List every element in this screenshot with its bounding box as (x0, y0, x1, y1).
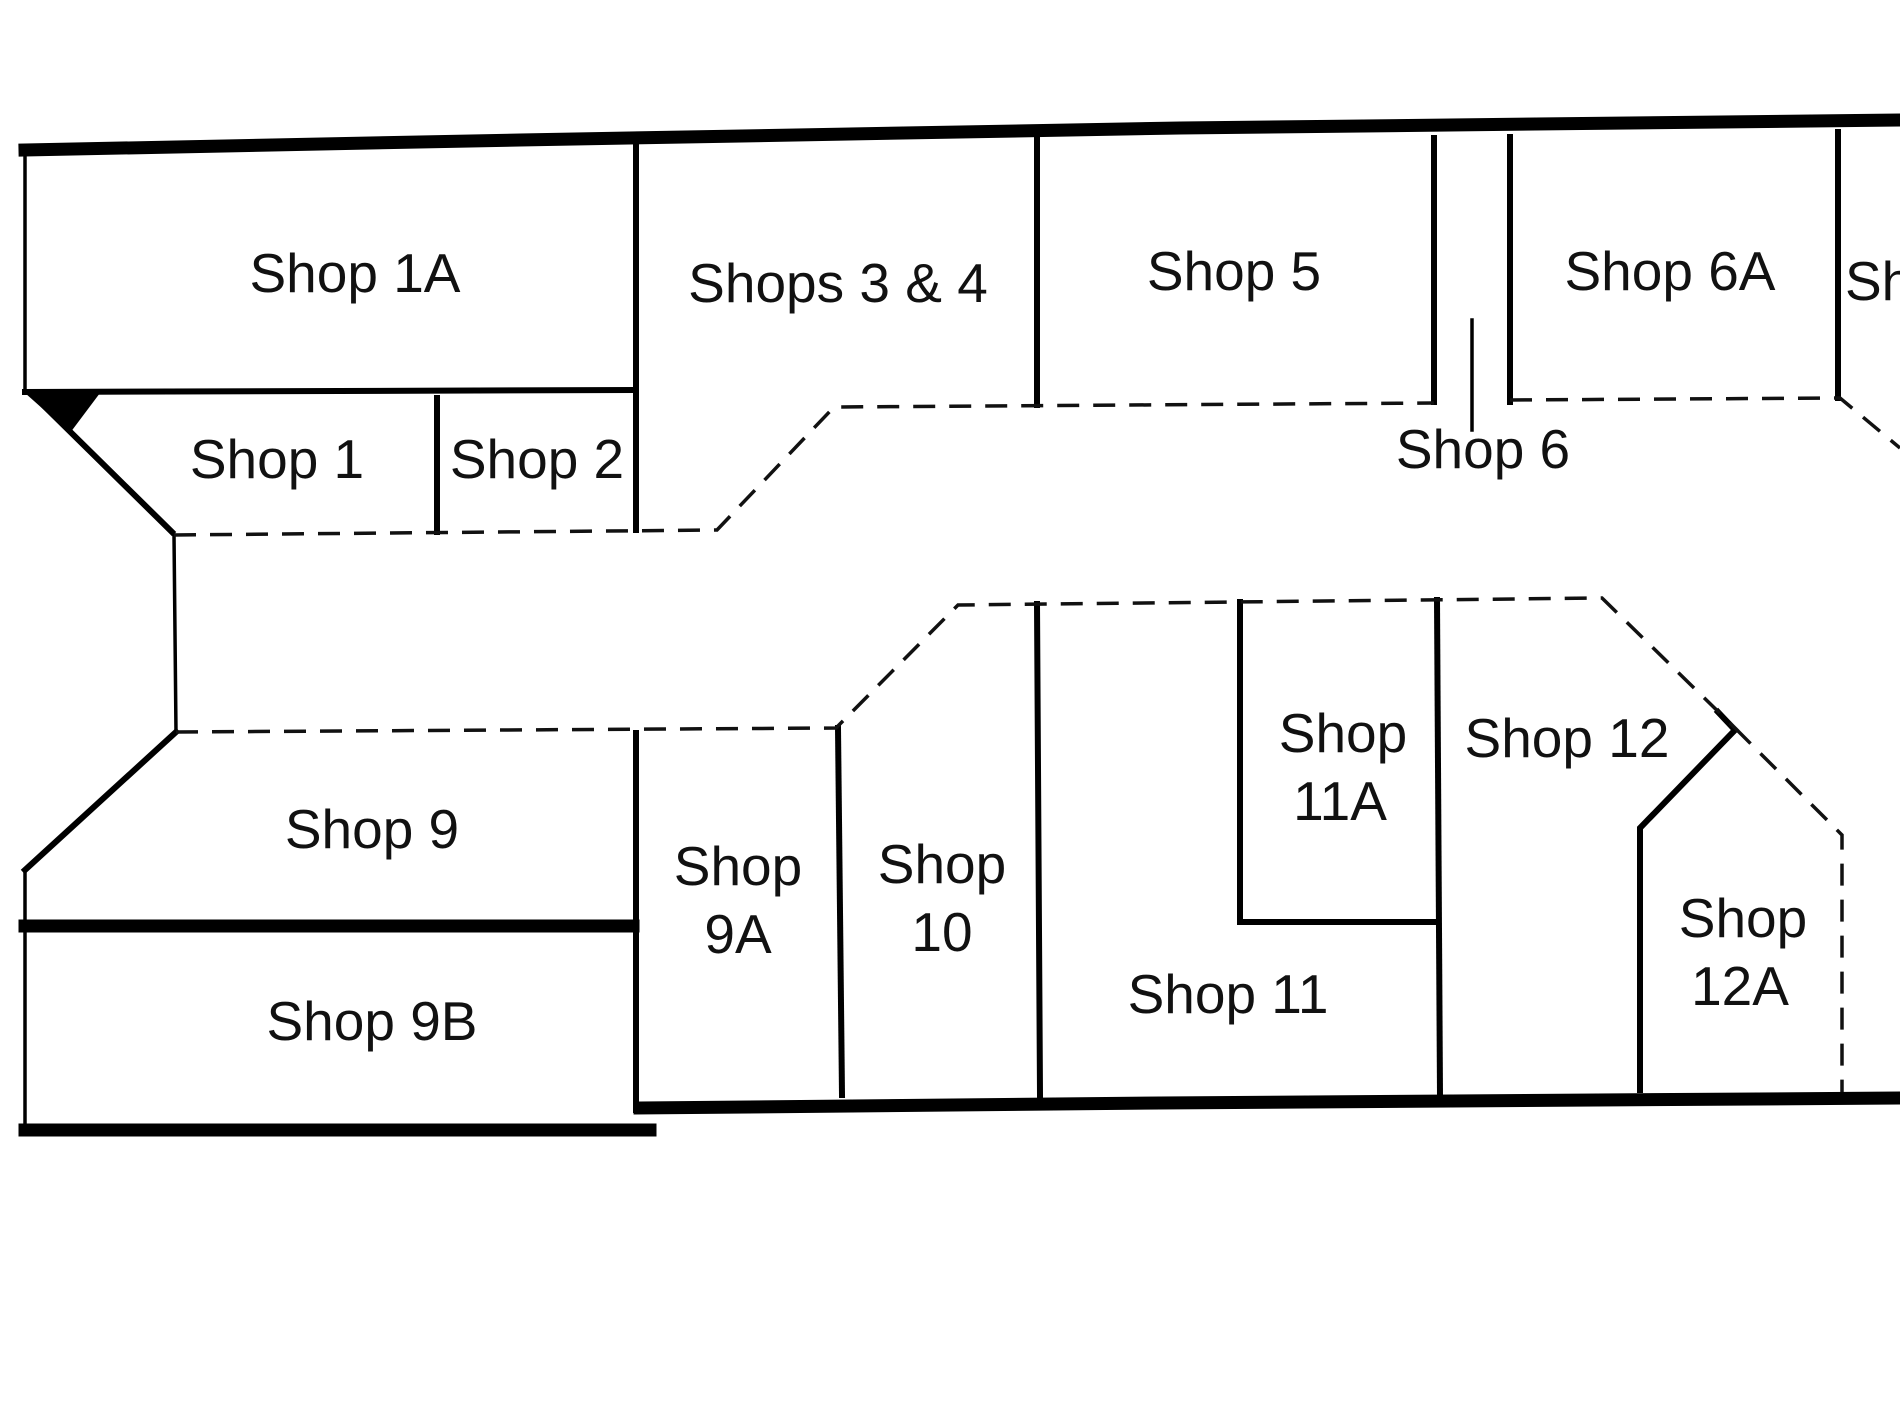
label-shop-10-line2: 10 (911, 901, 972, 963)
label-shop-6a: Shop 6A (1564, 240, 1775, 302)
label-shop-12a-line2: 12A (1691, 955, 1789, 1017)
label-shop-11a-line2: 11A (1293, 770, 1387, 832)
outer-walls (18, 113, 1900, 1137)
label-shop-9: Shop 9 (285, 798, 459, 860)
label-shop-9a-line2: 9A (704, 903, 772, 965)
partition-walls (18, 129, 1841, 1132)
label-shop-9a-line1: Shop (674, 835, 802, 897)
label-shop-7-partial: Sh (1845, 250, 1900, 312)
label-shop-5: Shop 5 (1147, 240, 1321, 302)
label-shop-11a-line1: Shop (1279, 702, 1407, 764)
label-shop-1a: Shop 1A (249, 242, 460, 304)
unit-shops-3-4[interactable] (640, 140, 1034, 527)
label-shop-12a-line1: Shop (1679, 887, 1807, 949)
label-shop-10-line1: Shop (878, 833, 1006, 895)
label-shop-2: Shop 2 (450, 428, 624, 490)
label-shop-12: Shop 12 (1465, 707, 1670, 769)
label-shops-3-4: Shops 3 & 4 (688, 252, 988, 314)
label-shop-11: Shop 11 (1128, 963, 1329, 1025)
label-shop-1: Shop 1 (190, 428, 364, 490)
shopfront-lines (173, 396, 1900, 1092)
shop-labels: Shop 1A Shop 1 Shop 2 Shops 3 & 4 Shop 5… (190, 240, 1900, 1052)
label-shop-9b: Shop 9B (266, 990, 477, 1052)
label-shop-6: Shop 6 (1396, 418, 1570, 480)
